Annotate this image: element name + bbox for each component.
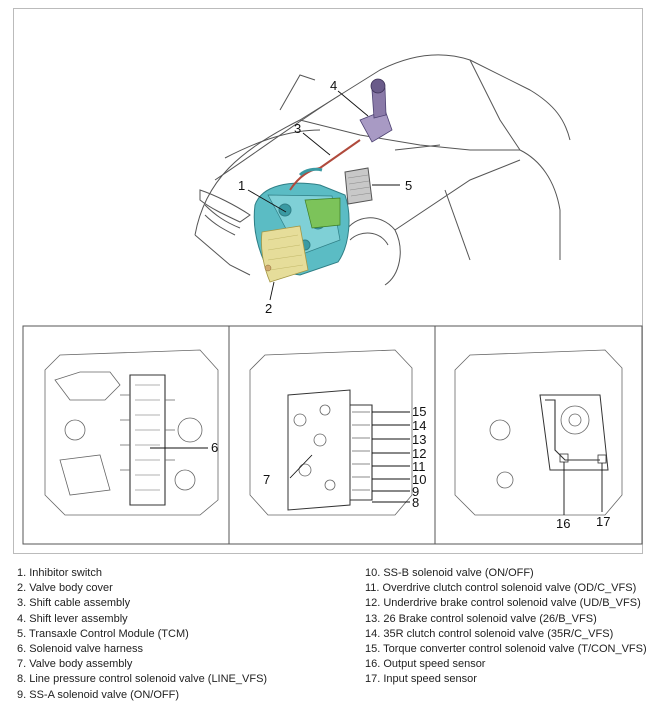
callout-9: 9 [412,484,419,499]
legend-item: 16. Output speed sensor [365,658,486,671]
legend-item: 7. Valve body assembly [17,658,133,671]
callout-10: 10 [412,472,426,487]
panel-speed-sensors [454,349,623,516]
legend: 1. Inhibitor switch 2. Valve body cover … [17,566,647,702]
legend-item: 15. Torque converter control solenoid va… [365,643,647,656]
transaxle-assembly [253,182,350,283]
callout-11: 11 [412,459,426,474]
diagram-frame [13,8,643,554]
legend-item: 3. Shift cable assembly [17,597,131,610]
legend-item: 8. Line pressure control solenoid valve … [17,673,268,686]
callout-2: 2 [265,301,272,316]
callout-1: 1 [238,178,245,193]
callout-4: 4 [330,78,337,93]
callout-12: 12 [412,446,426,461]
legend-item: 5. Transaxle Control Module (TCM) [17,627,189,640]
legend-item: 6. Solenoid valve harness [17,643,143,656]
legend-item: 2. Valve body cover [17,582,113,595]
leader-lines-top [247,90,400,301]
callout-14: 14 [412,418,426,433]
panel-solenoid-harness [44,349,219,516]
callout-5: 5 [405,178,412,193]
legend-item: 17. Input speed sensor [365,673,477,686]
legend-item: 11. Overdrive clutch control solenoid va… [365,582,637,595]
legend-item: 14. 35R clutch control solenoid valve (3… [365,627,614,640]
callout-6: 6 [211,440,218,455]
shift-lever-assembly [359,78,393,143]
callout-7: 7 [263,472,270,487]
panel-valve-body [249,349,413,516]
shift-cable-assembly [289,139,361,191]
callout-8: 8 [412,495,419,510]
legend-column-left: 1. Inhibitor switch 2. Valve body cover … [17,566,267,703]
callout-16: 16 [556,516,570,531]
callout-15: 15 [412,404,426,419]
callout-3: 3 [294,121,301,136]
vehicle-overview [194,54,571,286]
legend-item: 12. Underdrive brake control solenoid va… [365,597,641,610]
legend-item: 9. SS-A solenoid valve (ON/OFF) [17,688,179,701]
legend-item: 4. Shift lever assembly [17,612,128,625]
callout-17: 17 [596,514,610,529]
callout-13: 13 [412,432,426,447]
bottom-panels [22,325,643,545]
legend-item: 10. SS-B solenoid valve (ON/OFF) [365,567,534,579]
transaxle-diagram: 1 2 3 4 5 6 [22,54,643,545]
legend-item: 1. Inhibitor switch [17,567,102,579]
legend-column-right: 10. SS-B solenoid valve (ON/OFF) 11. Ove… [365,566,647,688]
legend-item: 13. 26 Brake control solenoid valve (26/… [365,612,597,625]
tcm-module [344,167,373,205]
